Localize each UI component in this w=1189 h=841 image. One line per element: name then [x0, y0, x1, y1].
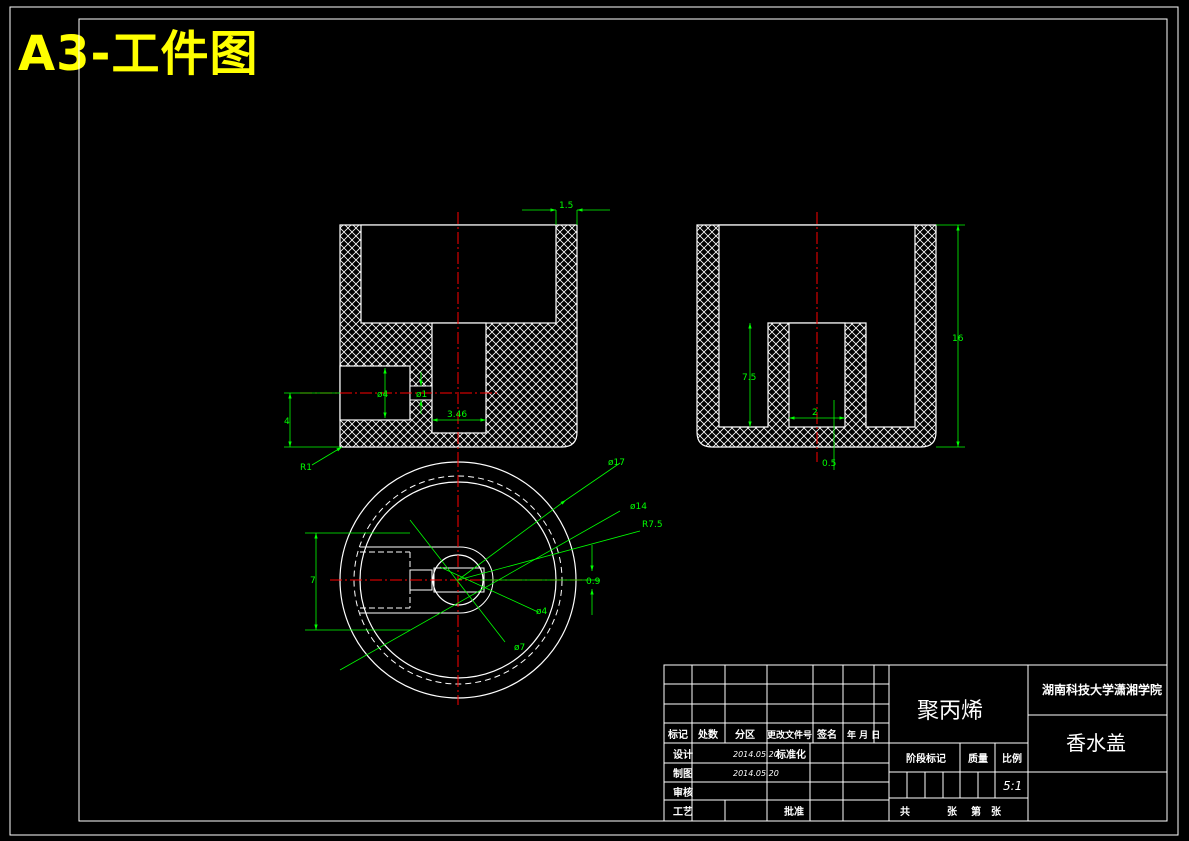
dim-outer: ø17	[608, 458, 625, 468]
section-view-left: 1.5 ø4 ø1 3.46 4 R1	[284, 201, 610, 473]
hdr-mark: 标记	[667, 728, 688, 741]
sheet-unit-label: 张	[947, 805, 958, 818]
dim-radius: R1	[300, 463, 312, 473]
label-design: 设计	[673, 748, 693, 761]
design-date: 2014.05.20	[733, 750, 779, 759]
hdr-change: 更改文件号	[767, 729, 812, 741]
label-mass: 质量	[968, 752, 988, 765]
sheet-total-label: 共	[900, 805, 910, 818]
draw-date: 2014.05.20	[733, 769, 779, 778]
dim-inner-height: 7.5	[742, 373, 756, 383]
dim-top-width: 1.5	[559, 201, 573, 211]
hdr-date: 年 月 日	[847, 729, 880, 741]
school-name: 湖南科技大学潇湘学院	[1042, 682, 1162, 697]
title-block	[663, 664, 1168, 822]
dim-inner-width: 2	[812, 408, 818, 418]
dim-wall: 0.5	[822, 459, 836, 469]
hdr-count: 处数	[697, 728, 719, 741]
sheet-unit2-label: 张	[991, 805, 1002, 818]
label-standard: 标准化	[775, 748, 806, 761]
scale-value: 5:1	[1003, 779, 1022, 793]
part-name: 香水盖	[1066, 731, 1126, 755]
label-scale: 比例	[1002, 752, 1022, 765]
label-stage: 阶段标记	[906, 752, 946, 765]
title-block-text: 标记 处数 分区 更改文件号 签名 年 月 日 设计 制图 审核 工艺 2014…	[667, 682, 1162, 818]
label-process: 工艺	[673, 805, 693, 818]
hdr-sign: 签名	[816, 728, 837, 741]
dim-hub: ø7	[514, 643, 525, 653]
dim-hole: ø1	[416, 390, 427, 400]
sheet-title: A3-工件图	[18, 26, 259, 82]
inner-frame	[78, 18, 1168, 822]
dim-bore: ø4	[377, 390, 389, 400]
dim-slot: 3.46	[447, 410, 467, 420]
dim-radius-plan: R7.5	[642, 520, 663, 530]
dim-width: 7	[310, 576, 316, 586]
dim-dash: ø14	[630, 502, 647, 512]
label-review: 审核	[673, 786, 693, 799]
label-draw: 制图	[673, 767, 693, 780]
dim-height: 4	[284, 417, 290, 427]
dim-right-height: 16	[952, 334, 964, 344]
dim-slot-plan: 0.9	[586, 577, 601, 587]
dim-bore-plan: ø4	[536, 607, 548, 617]
hdr-zone: 分区	[735, 728, 755, 741]
label-approve: 批准	[784, 805, 804, 818]
outer-frame	[9, 6, 1179, 836]
sheet-no-label: 第	[971, 805, 981, 818]
section-view-right: 16 7.5 2 0.5	[696, 212, 965, 470]
plan-view: ø17 ø14 R7.5 0.9 ø4 ø7 7	[305, 455, 663, 705]
material-name: 聚丙烯	[917, 699, 983, 724]
